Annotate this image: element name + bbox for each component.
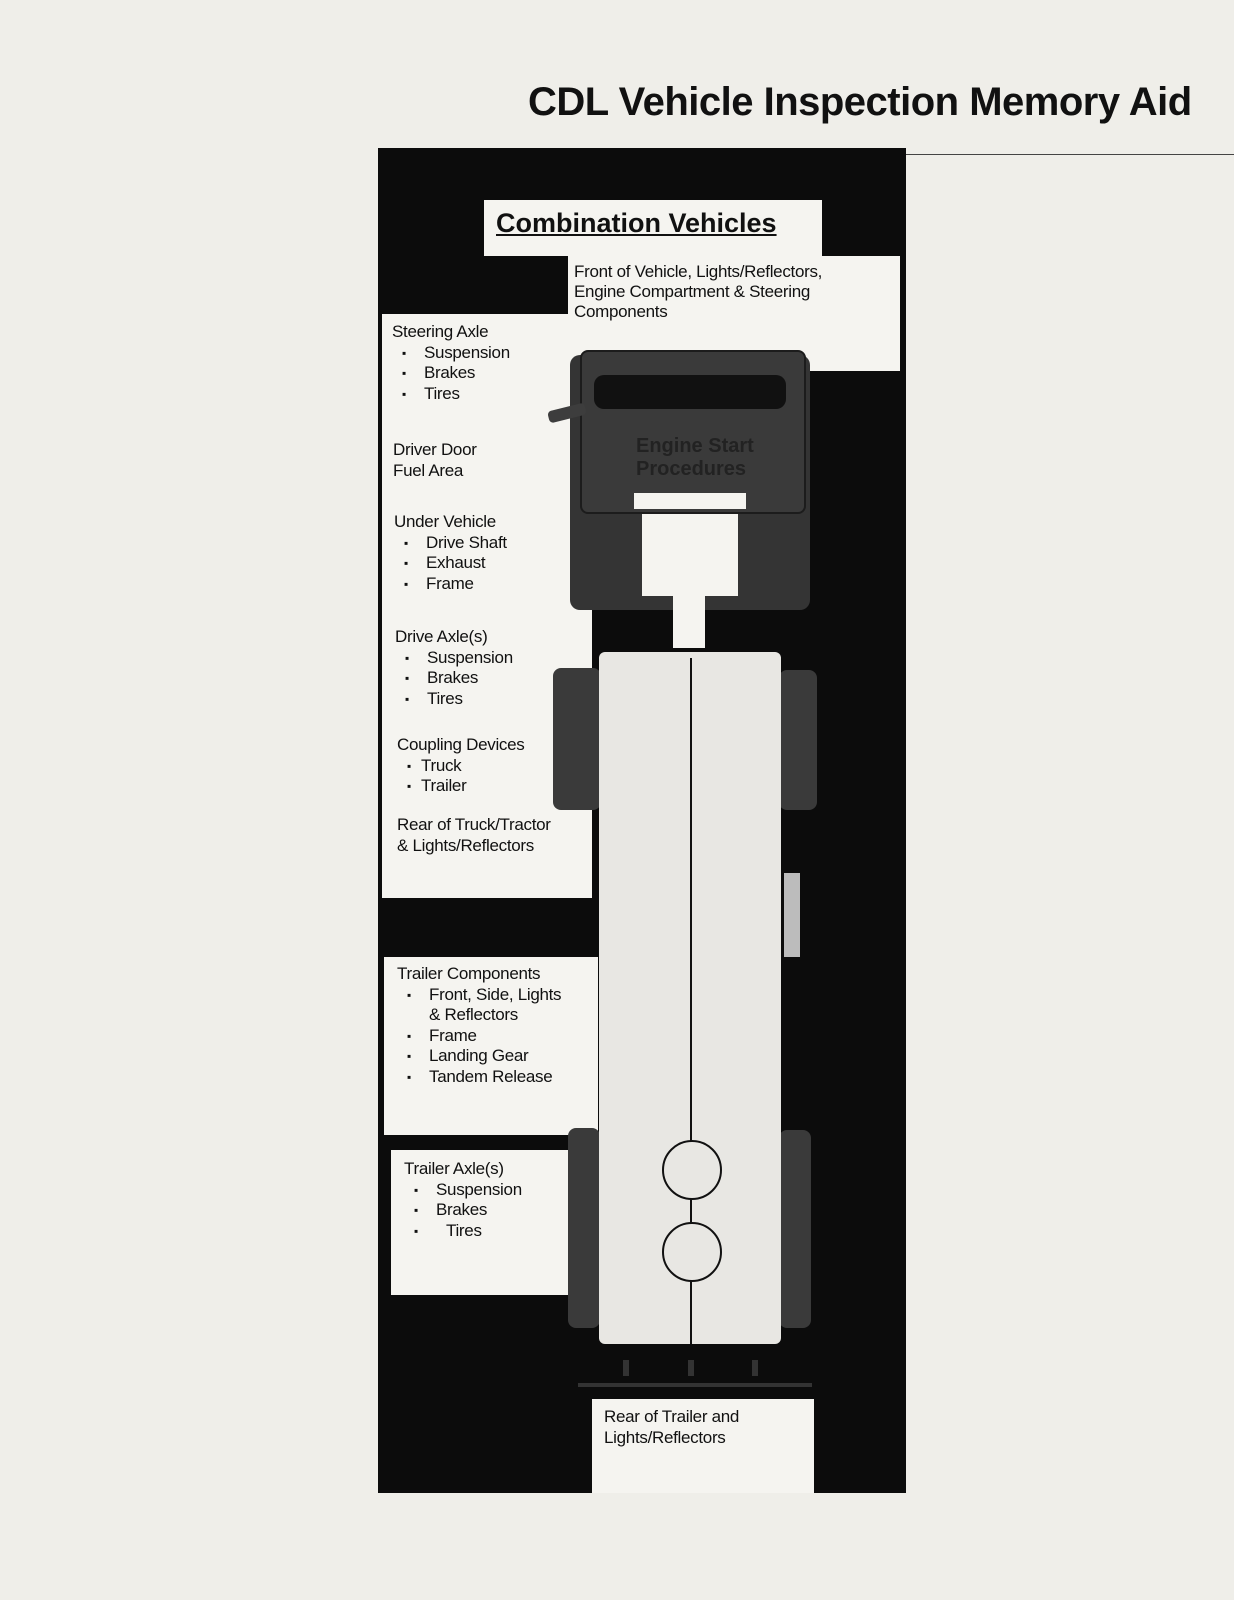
rear-post bbox=[752, 1360, 758, 1376]
list-item: Tandem Release bbox=[397, 1067, 561, 1088]
list-item: Tires bbox=[395, 689, 513, 710]
rear-truck-label: Rear of Truck/Tractor & Lights/Reflector… bbox=[397, 815, 551, 856]
diagram-title: Combination Vehicles bbox=[496, 208, 777, 238]
list-item: Suspension bbox=[404, 1180, 522, 1201]
tandem-axle-circle-2 bbox=[662, 1222, 722, 1282]
trailer-components-title: Trailer Components bbox=[397, 964, 541, 983]
list-item: Brakes bbox=[392, 363, 510, 384]
list-item: Tires bbox=[404, 1221, 522, 1242]
coupling-neck bbox=[673, 593, 705, 648]
rear-post bbox=[688, 1360, 694, 1376]
engine-text-line-1: Engine Start bbox=[636, 435, 754, 457]
rear-post bbox=[623, 1360, 629, 1376]
list-item: Front, Side, Lights bbox=[397, 985, 562, 1006]
list-item: Suspension bbox=[392, 343, 510, 364]
coupling-title: Coupling Devices bbox=[397, 735, 525, 754]
front-label: Front of Vehicle, Lights/Reflectors, Eng… bbox=[574, 262, 822, 322]
under-vehicle-label: Under Vehicle Drive Shaft Exhaust Frame bbox=[394, 512, 507, 594]
list-item: Exhaust bbox=[394, 553, 507, 574]
list-item: Frame bbox=[394, 574, 507, 595]
rear-bumper-bar bbox=[578, 1383, 812, 1387]
rear-trailer-box bbox=[592, 1399, 814, 1493]
list-item-continued: & Reflectors bbox=[429, 1005, 518, 1024]
list-item: Drive Shaft bbox=[394, 533, 507, 554]
title-box bbox=[484, 200, 822, 256]
front-bumper bbox=[634, 493, 746, 509]
list-item: Truck bbox=[397, 756, 525, 777]
list-item: Landing Gear bbox=[397, 1046, 561, 1067]
trailer-components-label: Trailer Components Front, Side, Lights &… bbox=[397, 964, 562, 1088]
list-item: Trailer bbox=[397, 776, 525, 797]
steering-axle-title: Steering Axle bbox=[392, 322, 489, 341]
title-rule bbox=[905, 154, 1234, 155]
front-line-1: Front of Vehicle, Lights/Reflectors, bbox=[574, 262, 823, 281]
engine-start-label: Engine Start Procedures bbox=[636, 435, 764, 481]
drive-wheels-left bbox=[553, 668, 601, 810]
driver-door-line-2: Fuel Area bbox=[393, 460, 464, 480]
trailer-centerline bbox=[690, 658, 692, 1344]
drive-wheels-right bbox=[779, 670, 817, 810]
list-item: Tires bbox=[392, 384, 510, 405]
list-item: Brakes bbox=[404, 1200, 522, 1221]
rear-truck-line-1: Rear of Truck/Tractor bbox=[397, 815, 551, 834]
under-vehicle-title: Under Vehicle bbox=[394, 512, 496, 531]
page-title: CDL Vehicle Inspection Memory Aid bbox=[528, 80, 1192, 124]
list-item: Suspension bbox=[395, 648, 513, 669]
rear-trailer-line-1: Rear of Trailer and bbox=[604, 1407, 740, 1426]
drive-axles-title: Drive Axle(s) bbox=[395, 627, 488, 646]
list-item: Brakes bbox=[395, 668, 513, 689]
tandem-axle-circle-1 bbox=[662, 1140, 722, 1200]
front-line-2: Engine Compartment & Steering bbox=[574, 282, 811, 301]
drive-axles-label: Drive Axle(s) Suspension Brakes Tires bbox=[395, 627, 513, 709]
landing-gear-strip bbox=[784, 873, 800, 957]
drive-shaft-segment bbox=[642, 514, 738, 596]
rear-trailer-label: Rear of Trailer and Lights/Reflectors bbox=[604, 1407, 739, 1448]
coupling-label: Coupling Devices Truck Trailer bbox=[397, 735, 525, 797]
trailer-axles-label: Trailer Axle(s) Suspension Brakes Tires bbox=[404, 1159, 522, 1241]
driver-door-label: Driver Door Fuel Area bbox=[393, 440, 477, 481]
trailer-axles-title: Trailer Axle(s) bbox=[404, 1159, 504, 1178]
steering-axle-label: Steering Axle Suspension Brakes Tires bbox=[392, 322, 510, 404]
front-line-3: Components bbox=[574, 302, 668, 321]
rear-truck-line-2: & Lights/Reflectors bbox=[397, 835, 534, 855]
engine-text-line-2: Procedures bbox=[636, 458, 747, 480]
trailer-wheels-left bbox=[568, 1128, 600, 1328]
trailer-wheels-right bbox=[779, 1130, 811, 1328]
driver-door-line-1: Driver Door bbox=[393, 440, 477, 459]
rear-trailer-line-2: Lights/Reflectors bbox=[604, 1427, 726, 1447]
cab-windshield bbox=[594, 375, 786, 409]
list-item: Frame bbox=[397, 1026, 561, 1047]
